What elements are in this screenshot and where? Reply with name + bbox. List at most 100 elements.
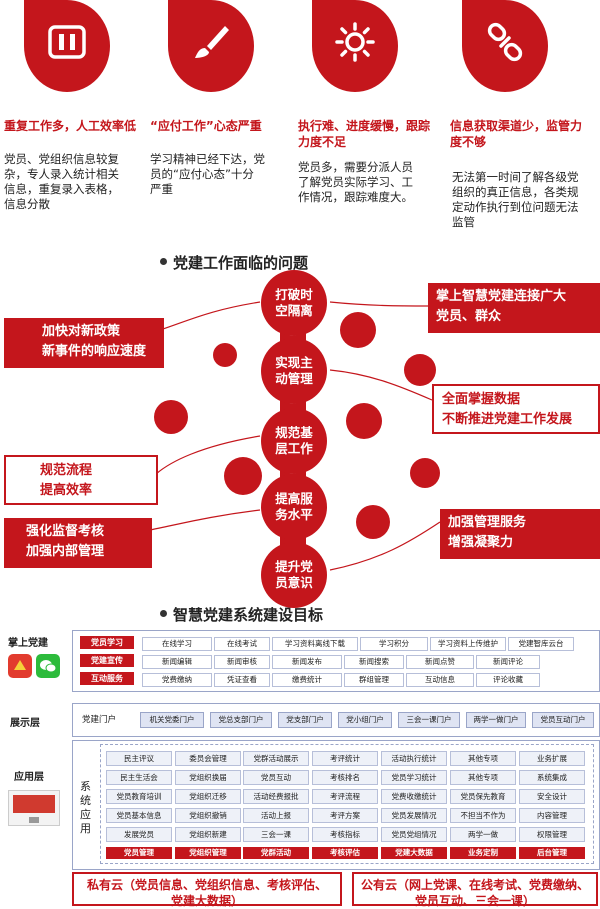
problem-card-3-badge (312, 0, 398, 92)
portal-cell[interactable]: 党总支部门户 (210, 712, 272, 728)
portal-cell[interactable]: 三会一课门户 (398, 712, 460, 728)
feature-cell[interactable]: 学习资料上传维护 (430, 637, 506, 651)
application-cell[interactable]: 发展党员 (106, 827, 172, 842)
layer-label-display: 展示层 (10, 718, 40, 729)
goal-box-data-mastery: 全面掌握数据不断推进党建工作发展 (432, 384, 600, 434)
application-cell[interactable]: 两学一做 (450, 827, 516, 842)
feature-cell[interactable]: 在线考试 (214, 637, 270, 651)
feature-cell[interactable]: 在线学习 (142, 637, 212, 651)
application-cell[interactable]: 党费收缴统计 (381, 789, 447, 804)
application-category-label[interactable]: 业务定制 (450, 847, 516, 859)
pause-box-icon (48, 25, 86, 59)
bullet-icon (160, 258, 167, 265)
application-cell[interactable]: 考评流程 (312, 789, 378, 804)
node-raise-awareness: 提升党员意识 (261, 542, 327, 608)
decor-dot (340, 312, 376, 348)
problem-card-4-badge (462, 0, 548, 92)
application-cell[interactable]: 不担当不作为 (450, 808, 516, 823)
application-cell[interactable]: 委员会管理 (175, 751, 241, 766)
feature-cell[interactable]: 党费缴纳 (142, 673, 212, 687)
node-break-space-isolation: 打破时空隔离 (261, 270, 327, 336)
application-category-label[interactable]: 党组织管理 (175, 847, 241, 859)
feature-cell[interactable]: 新闻编辑 (142, 655, 212, 669)
application-cell[interactable]: 党员保先教育 (450, 789, 516, 804)
mobile-row-label-publicity: 党建宣传 (80, 654, 134, 667)
problem-title-3: 执行难、进度缓慢，跟踪力度不足 (298, 119, 431, 149)
mobile-row-label-study: 党员学习 (80, 636, 134, 649)
application-cell[interactable]: 其他专项 (450, 751, 516, 766)
application-cell[interactable]: 民主评议 (106, 751, 172, 766)
application-cell[interactable]: 党员党组情况 (381, 827, 447, 842)
feature-cell[interactable]: 凭证查看 (214, 673, 270, 687)
feature-cell[interactable]: 新闻搜索 (344, 655, 404, 669)
private-cloud-box: 私有云（党员信息、党组织信息、考核评估、党建大数据） (72, 872, 342, 908)
application-cell[interactable]: 活动执行统计 (381, 751, 447, 766)
portal-cell[interactable]: 党支部门户 (278, 712, 332, 728)
application-cell[interactable]: 内容管理 (519, 808, 585, 823)
feature-cell[interactable]: 互动信息 (406, 673, 474, 687)
node-active-management: 实现主动管理 (261, 338, 327, 404)
application-cell[interactable]: 党员学习统计 (381, 770, 447, 785)
node-improve-service: 提高服务水平 (261, 474, 327, 540)
portal-cell[interactable]: 机关党委门户 (140, 712, 204, 728)
application-cell[interactable]: 其他专项 (450, 770, 516, 785)
application-cell[interactable]: 业务扩展 (519, 751, 585, 766)
application-category-label[interactable]: 后台管理 (519, 847, 585, 859)
goal-box-response-speed: 加快对新政策新事件的响应速度 (4, 318, 164, 368)
feature-cell[interactable]: 学习积分 (360, 637, 428, 651)
portal-cell[interactable]: 党员互动门户 (532, 712, 594, 728)
application-cell[interactable]: 党组织迁移 (175, 789, 241, 804)
decor-dot (410, 458, 440, 488)
system-application-vertical-label: 系统应用 (80, 780, 91, 835)
application-cell[interactable]: 活动经费报批 (243, 789, 309, 804)
portal-cell[interactable]: 党小组门户 (338, 712, 392, 728)
application-cell[interactable]: 考核排名 (312, 770, 378, 785)
goal-box-supervision: 强化监督考核加强内部管理 (4, 518, 152, 568)
feature-cell[interactable]: 新闻审核 (214, 655, 270, 669)
feature-cell[interactable]: 新闻发布 (272, 655, 342, 669)
goal-box-mobile-connect: 掌上智慧党建连接广大党员、群众 (428, 283, 600, 333)
application-cell[interactable]: 民主生活会 (106, 770, 172, 785)
application-cell[interactable]: 安全设计 (519, 789, 585, 804)
application-cell[interactable]: 党群活动展示 (243, 751, 309, 766)
problem-title-4: 信息获取渠道少，监管力度不够 (450, 119, 583, 149)
application-category-label[interactable]: 党群活动 (243, 847, 309, 859)
application-cell[interactable]: 考核指标 (312, 827, 378, 842)
decor-dot (224, 457, 262, 495)
application-cell[interactable]: 权限管理 (519, 827, 585, 842)
application-cell[interactable]: 系统集成 (519, 770, 585, 785)
application-cell[interactable]: 活动上报 (243, 808, 309, 823)
decor-dot (356, 505, 390, 539)
decor-dot (154, 400, 188, 434)
feature-cell[interactable]: 学习资料离线下载 (272, 637, 358, 651)
application-category-label[interactable]: 考核评估 (312, 847, 378, 859)
section-title-problems: 党建工作面临的问题 (160, 252, 308, 273)
decor-dot (346, 403, 382, 439)
feature-cell[interactable]: 党建智库云台 (508, 637, 574, 651)
application-cell[interactable]: 党员互动 (243, 770, 309, 785)
portal-label: 党建门户 (82, 715, 117, 725)
problem-card-1-badge (24, 0, 110, 92)
decor-dot (404, 354, 436, 386)
application-cell[interactable]: 考评方案 (312, 808, 378, 823)
application-cell[interactable]: 党组织撤销 (175, 808, 241, 823)
problem-title-2: “应付工作”心态严重 (150, 119, 262, 133)
application-cell[interactable]: 三会一课 (243, 827, 309, 842)
application-cell[interactable]: 党组织换届 (175, 770, 241, 785)
feature-cell[interactable]: 评论收藏 (476, 673, 540, 687)
problem-body-3: 党员多，需要分派人员了解党员实际学习、工 作情况，跟踪难度大。 (298, 160, 413, 204)
section-title-goals: 智慧党建系统建设目标 (160, 604, 323, 625)
application-category-label[interactable]: 党员管理 (106, 847, 172, 859)
application-cell[interactable]: 党员教育培训 (106, 789, 172, 804)
application-cell[interactable]: 考评统计 (312, 751, 378, 766)
feature-cell[interactable]: 新闻评论 (476, 655, 540, 669)
application-cell[interactable]: 党员发展情况 (381, 808, 447, 823)
feature-cell[interactable]: 新闻点赞 (406, 655, 474, 669)
application-category-label[interactable]: 党建大数据 (381, 847, 447, 859)
portal-cell[interactable]: 两学一做门户 (466, 712, 526, 728)
feature-cell[interactable]: 群组管理 (344, 673, 404, 687)
application-cell[interactable]: 党组织新建 (175, 827, 241, 842)
feature-cell[interactable]: 缴费统计 (272, 673, 342, 687)
desktop-monitor-icon (8, 790, 60, 826)
application-cell[interactable]: 党员基本信息 (106, 808, 172, 823)
